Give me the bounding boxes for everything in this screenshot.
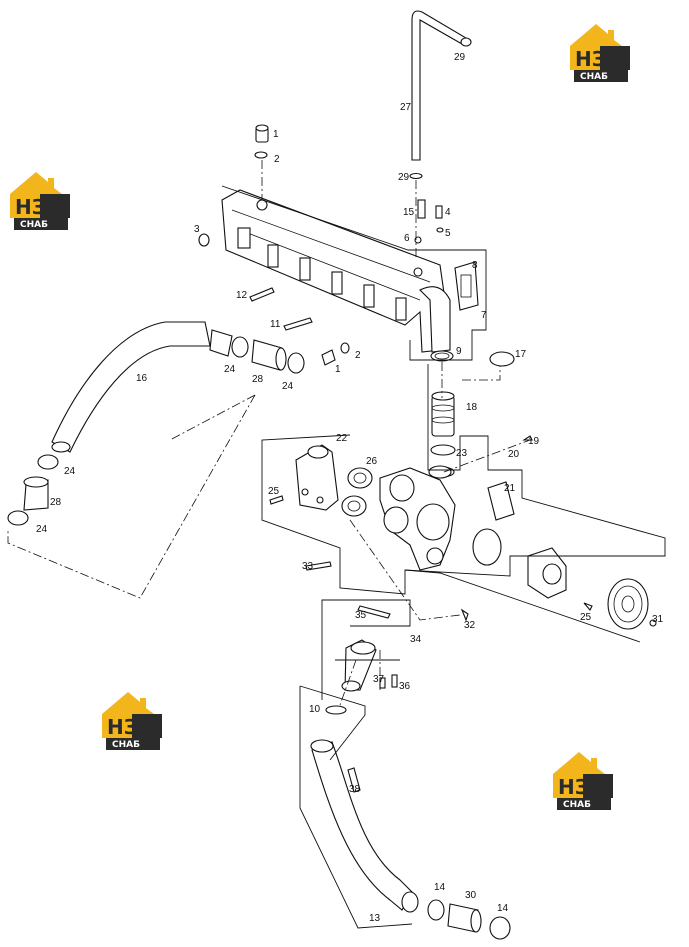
water-pump [527, 547, 567, 599]
brand-logo-top-right: НЗ СНАБ [570, 24, 630, 82]
callout-32: 32 [464, 620, 476, 631]
callout-31: 31 [652, 614, 664, 625]
callout-37: 37 [373, 674, 385, 685]
hose-clamp-13 [401, 891, 419, 913]
callout-9: 9 [456, 346, 462, 357]
logo-word-text: СНАБ [20, 220, 48, 230]
callout-10: 10 [309, 704, 321, 715]
callout-17: 17 [515, 349, 527, 360]
bolts-36-37 [379, 674, 398, 689]
callout-1-lower: 1 [335, 364, 341, 375]
logo-word-text: СНАБ [112, 740, 140, 750]
pulley [607, 578, 649, 630]
callout-27: 27 [400, 102, 412, 113]
hose-clamp-14a [427, 899, 445, 921]
callout-24-c: 24 [64, 466, 76, 477]
elbow-pipe [209, 329, 233, 357]
callout-28-a: 28 [252, 374, 264, 385]
gasket-10 [325, 705, 347, 715]
callout-29-top: 29 [454, 52, 466, 63]
callout-13: 13 [369, 913, 381, 924]
logo-mark-text: НЗ [15, 195, 46, 219]
gasket-35 [357, 605, 391, 619]
callout-20: 20 [508, 449, 520, 460]
callout-24-a: 24 [224, 364, 236, 375]
callout-1-top: 1 [273, 129, 279, 140]
callout-12: 12 [236, 290, 248, 301]
coolant-hose-16 [51, 321, 211, 453]
thermostat-housing-22 [295, 444, 339, 511]
callout-22: 22 [336, 433, 348, 444]
logo-mark-text: НЗ [558, 775, 589, 799]
gasket-21 [487, 481, 515, 521]
callout-4: 4 [445, 207, 451, 218]
sleeve-28b [23, 476, 49, 511]
logo-mark-text: НЗ [107, 715, 138, 739]
callout-25-b: 25 [580, 612, 592, 623]
o-ring-17 [489, 351, 515, 367]
callout-38: 38 [349, 784, 361, 795]
callout-7: 7 [481, 310, 487, 321]
sleeve-28a [251, 339, 287, 371]
callout-5: 5 [445, 228, 451, 239]
o-ring-3 [198, 233, 210, 247]
brand-logo-left-bottom: НЗ СНАБ [102, 692, 162, 750]
callout-36: 36 [399, 681, 411, 692]
callout-26: 26 [366, 456, 378, 467]
connector-tube-18 [429, 391, 456, 478]
small-bolts-15-4-5-6 [414, 199, 444, 244]
breather-tube [409, 10, 472, 180]
callout-8: 8 [472, 260, 478, 271]
callout-16: 16 [136, 373, 148, 384]
assembly-frame-lines [7, 160, 666, 929]
callout-2-top: 2 [274, 154, 280, 165]
hose-clamp-24c [37, 454, 59, 470]
bolt-11 [283, 317, 313, 331]
bolt-1-top [254, 124, 269, 159]
callout-23: 23 [456, 448, 468, 459]
water-pump-housing [379, 465, 456, 571]
gasket-8 [454, 261, 479, 311]
logo-word-text: СНАБ [563, 800, 591, 810]
hose-clamp-14b [489, 916, 511, 940]
callout-35: 35 [355, 610, 367, 621]
callout-29-lower: 29 [398, 172, 410, 183]
callout-24-b: 24 [282, 381, 294, 392]
callout-21: 21 [504, 483, 516, 494]
callout-6: 6 [404, 233, 410, 244]
callout-34: 34 [410, 634, 422, 645]
hose-clamp-24d [7, 510, 29, 526]
lower-pipe-13 [310, 739, 413, 911]
logo-mark-text: НЗ [575, 47, 606, 71]
callout-15: 15 [403, 207, 415, 218]
callout-24-d: 24 [36, 524, 48, 535]
callout-14-b: 14 [497, 903, 509, 914]
logo-word-text: СНАБ [580, 72, 608, 82]
thermostat-26 [341, 467, 373, 517]
callout-18: 18 [466, 402, 478, 413]
callout-28-b: 28 [50, 497, 62, 508]
bolts-misc [269, 435, 657, 627]
gasket-ring [472, 528, 502, 566]
hose-clamp-24b [287, 352, 305, 374]
brand-logo-left-top: НЗ СНАБ [10, 172, 70, 230]
callout-14-a: 14 [434, 882, 446, 893]
sleeve-30 [447, 903, 482, 933]
callout-2-lower: 2 [355, 350, 361, 361]
callout-33: 33 [302, 561, 314, 572]
pipe-34 [341, 639, 377, 692]
callout-3: 3 [194, 224, 200, 235]
bolt-12 [249, 287, 275, 302]
callout-11: 11 [270, 319, 281, 330]
brand-logo-right-bottom: НЗ СНАБ [553, 752, 613, 810]
hose-clamp-24a [231, 336, 249, 358]
bolt-1-lower [321, 342, 350, 366]
bolt-38 [347, 767, 361, 793]
o-ring-9 [430, 350, 454, 362]
callout-25-a: 25 [268, 486, 280, 497]
callout-19: 19 [528, 436, 540, 447]
callout-30: 30 [465, 890, 477, 901]
